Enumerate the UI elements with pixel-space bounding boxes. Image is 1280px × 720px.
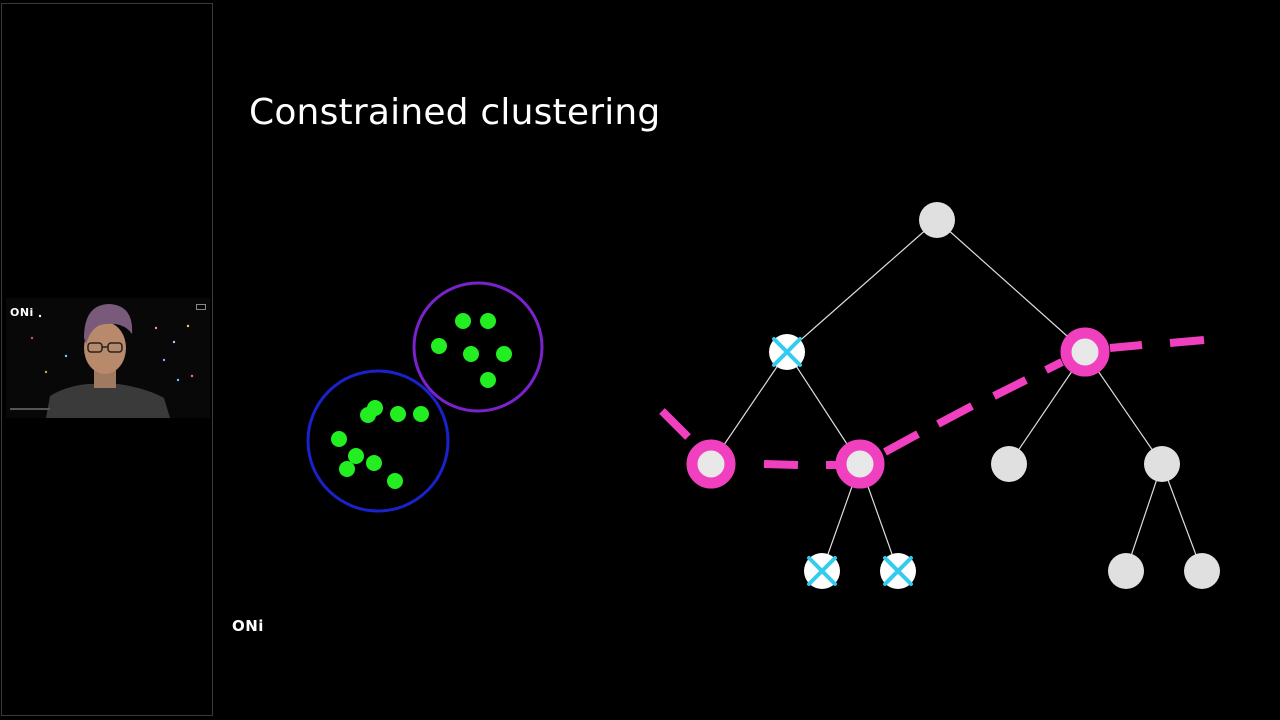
cluster-b-circle	[412, 281, 544, 413]
cluster-a-circle	[306, 369, 450, 513]
webcam-feed: ONi	[6, 298, 210, 418]
data-point	[455, 313, 471, 329]
webcam-caption-line	[10, 408, 50, 410]
cut-node	[1060, 327, 1110, 377]
cut-node	[686, 439, 736, 489]
tree-node	[1184, 553, 1220, 589]
background-doodles	[30, 314, 194, 382]
x-mark-icon	[807, 556, 837, 586]
data-point	[431, 338, 447, 354]
cluster-a	[306, 369, 450, 513]
data-point	[387, 473, 403, 489]
tree-edges	[710, 219, 1203, 572]
data-point	[339, 461, 355, 477]
data-point	[348, 448, 364, 464]
excluded-node	[769, 334, 805, 370]
excluded-node	[804, 553, 840, 589]
data-point	[331, 431, 347, 447]
page-title: Constrained clustering	[249, 92, 661, 133]
tree-node	[991, 446, 1027, 482]
cluster-b	[412, 281, 544, 413]
data-point	[463, 346, 479, 362]
speaker-video-icon	[6, 298, 210, 418]
data-point	[480, 372, 496, 388]
speaker-silhouette	[46, 304, 170, 418]
webcam-logo: ONi	[10, 306, 34, 319]
data-point	[360, 407, 376, 423]
x-mark-icon	[772, 337, 802, 367]
data-point	[413, 406, 429, 422]
tree-node	[1108, 553, 1144, 589]
webcam-status-icon	[196, 304, 206, 310]
data-point	[480, 313, 496, 329]
watermark-logo: ONi	[232, 617, 264, 635]
tree-node	[1144, 446, 1180, 482]
cut-line	[659, 336, 1205, 469]
data-point	[390, 406, 406, 422]
tree-node	[919, 202, 955, 238]
data-point	[496, 346, 512, 362]
cut-node	[835, 439, 885, 489]
data-point	[366, 455, 382, 471]
x-mark-icon	[883, 556, 913, 586]
excluded-node	[880, 553, 916, 589]
